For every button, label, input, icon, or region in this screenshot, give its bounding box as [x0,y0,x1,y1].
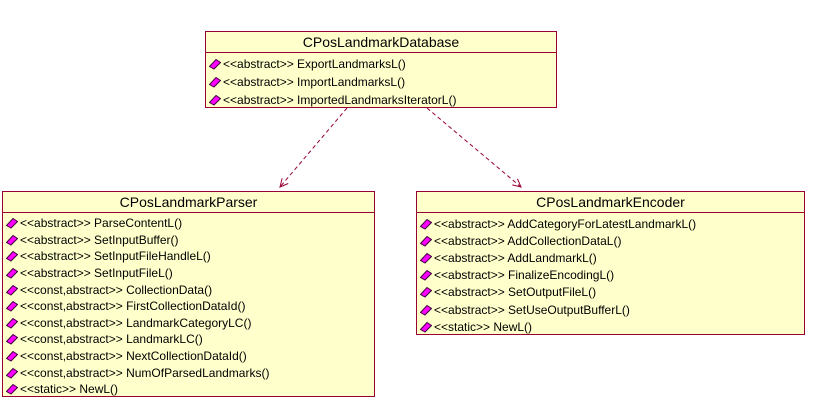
method-label: <<abstract>> SetInputFileL() [20,266,173,281]
method-label: <<const,abstract>> CollectionData() [20,282,213,297]
method-diamond-icon [420,218,432,230]
method-row: <<abstract>> ExportLandmarksL() [209,55,556,73]
dependency-arrow-to-encoder [426,107,522,188]
method-diamond-icon [6,384,18,395]
method-label: <<abstract>> AddCollectionDataL() [434,233,622,248]
method-label: <<abstract>> AddCategoryForLatestLandmar… [434,216,697,231]
method-diamond-icon [6,367,18,379]
class-box-cposlandmarkdatabase[interactable]: CPosLandmarkDatabase <<abstract>> Export… [205,31,557,108]
method-label: <<abstract>> SetInputBuffer() [20,232,179,247]
method-row: <<abstract>> AddCollectionDataL() [420,232,804,249]
method-diamond-icon [420,321,432,333]
method-label: <<abstract>> ImportedLandmarksIteratorL(… [223,93,457,107]
method-label: <<abstract>> SetInputFileHandleL() [20,249,211,264]
class-methods-compartment: <<abstract>> ExportLandmarksL() <<abstra… [206,53,556,107]
class-box-cposlandmarkparser[interactable]: CPosLandmarkParser <<abstract>> ParseCon… [2,191,375,397]
method-diamond-icon [420,252,432,264]
method-row: <<abstract>> SetInputBuffer() [6,232,374,249]
method-label: <<abstract>> FinalizeEncodingL() [434,268,615,283]
method-diamond-icon [6,334,18,346]
method-label: <<const,abstract>> NumOfParsedLandmarks(… [20,365,270,380]
method-label: <<static>> NewL() [20,382,119,397]
method-label: <<const,abstract>> LandmarkCategoryLC() [20,315,252,330]
method-label: <<abstract>> ExportLandmarksL() [223,57,406,71]
method-row: <<abstract>> ParseContentL() [6,215,374,232]
method-row: <<const,abstract>> LandmarkCategoryLC() [6,315,374,332]
method-diamond-icon [6,350,18,362]
method-row: <<static>> NewL() [420,318,804,334]
method-row: <<abstract>> SetInputFileHandleL() [6,248,374,265]
method-label: <<abstract>> ImportLandmarksL() [223,75,406,89]
method-row: <<abstract>> FinalizeEncodingL() [420,267,804,284]
class-box-cposlandmarkencoder[interactable]: CPosLandmarkEncoder <<abstract>> AddCate… [416,191,805,335]
method-label: <<static>> NewL() [434,319,533,334]
method-row: <<const,abstract>> FirstCollectionDataId… [6,298,374,315]
method-diamond-icon [420,235,432,247]
method-row: <<abstract>> AddCategoryForLatestLandmar… [420,215,804,232]
method-row: <<const,abstract>> NumOfParsedLandmarks(… [6,364,374,381]
method-diamond-icon [6,218,18,229]
method-label: <<abstract>> ParseContentL() [20,216,183,231]
class-title: CPosLandmarkEncoder [417,192,804,213]
dependency-arrow-to-parser [279,107,348,188]
method-row: <<abstract>> SetInputFileL() [6,265,374,282]
class-title: CPosLandmarkParser [3,192,374,213]
method-label: <<abstract>> SetOutputFileL() [434,285,597,300]
class-methods-compartment: <<abstract>> ParseContentL() <<abstract>… [3,213,374,397]
method-row: <<abstract>> SetUseOutputBufferL() [420,301,804,318]
method-diamond-icon [209,58,221,70]
method-diamond-icon [420,287,432,298]
method-row: <<const,abstract>> LandmarkLC() [6,331,374,348]
method-diamond-icon [420,304,432,316]
class-methods-compartment: <<abstract>> AddCategoryForLatestLandmar… [417,213,804,334]
method-label: <<const,abstract>> LandmarkLC() [20,332,203,347]
method-diamond-icon [6,267,18,279]
method-row: <<static>> NewL() [6,381,374,397]
method-row: <<const,abstract>> CollectionData() [6,281,374,298]
method-diamond-icon [209,94,221,106]
method-label: <<const,abstract>> NextCollectionDataId(… [20,349,247,364]
method-diamond-icon [6,317,18,329]
method-row: <<abstract>> ImportLandmarksL() [209,73,556,91]
method-row: <<abstract>> ImportedLandmarksIteratorL(… [209,91,556,107]
method-label: <<abstract>> SetUseOutputBufferL() [434,302,630,317]
method-row: <<abstract>> AddLandmarkL() [420,249,804,266]
method-diamond-icon [6,251,18,263]
method-label: <<abstract>> AddLandmarkL() [434,250,597,265]
method-row: <<abstract>> SetOutputFileL() [420,284,804,301]
method-diamond-icon [6,284,18,296]
method-label: <<const,abstract>> FirstCollectionDataId… [20,299,246,314]
method-diamond-icon [209,76,221,88]
method-row: <<const,abstract>> NextCollectionDataId(… [6,348,374,365]
method-diamond-icon [6,301,18,312]
method-diamond-icon [420,270,432,281]
class-title: CPosLandmarkDatabase [206,32,556,53]
method-diamond-icon [6,234,18,246]
